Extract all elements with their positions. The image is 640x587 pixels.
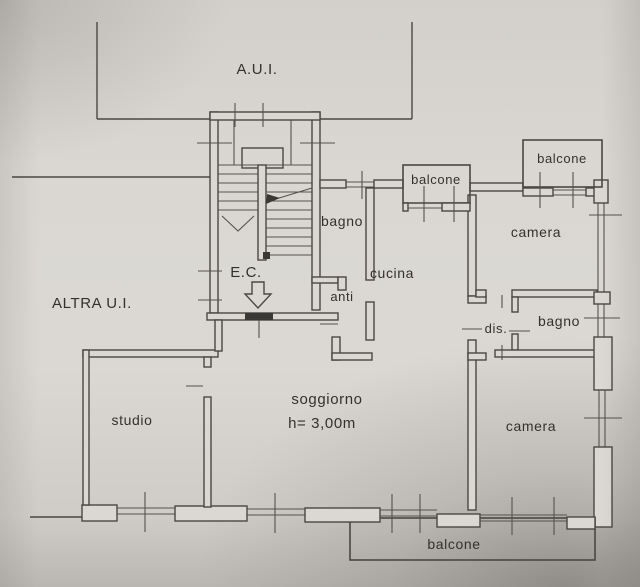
stair-direction-arrow (221, 215, 255, 232)
label-kitchen: cucina (370, 265, 414, 281)
label-entrance-hall: E.C. (230, 264, 262, 281)
label-balcony-mid: balcone (411, 172, 461, 187)
entrance-door-threshold (245, 313, 273, 320)
label-bath-left: bagno (321, 213, 363, 229)
label-study: studio (112, 412, 153, 428)
bottom-exterior-wall (81, 492, 596, 535)
label-bath-right: bagno (538, 313, 580, 329)
stairs (218, 164, 313, 261)
right-exterior-wall (584, 179, 622, 528)
room-labels: A.U.I. ALTRA U.I. E.C. bagno cucina anti… (52, 61, 587, 552)
stair-break-mark (266, 194, 280, 204)
entrance-arrow-icon (243, 281, 273, 310)
label-bedroom-bottom: camera (506, 418, 556, 434)
label-living-room: soggiorno (291, 391, 362, 408)
label-adjacent-unit-top: A.U.I. (236, 61, 277, 78)
central-partition-walls (462, 194, 598, 511)
label-anteroom: anti (330, 289, 353, 304)
label-balcony-right: balcone (537, 151, 587, 166)
label-adjacent-unit-left: ALTRA U.I. (52, 295, 132, 312)
label-living-room-height: h= 3,00m (288, 415, 356, 432)
label-bedroom-top: camera (511, 224, 561, 240)
kitchen-bath-walls (311, 171, 404, 361)
label-hallway: dis. (485, 321, 508, 336)
elevator (233, 120, 292, 169)
balcony-right (522, 139, 603, 208)
handrail-post (263, 252, 270, 259)
label-balcony-bottom: balcone (427, 536, 480, 552)
stairwell (197, 103, 339, 338)
study-walls (82, 319, 223, 508)
balcony-mid (402, 164, 471, 222)
